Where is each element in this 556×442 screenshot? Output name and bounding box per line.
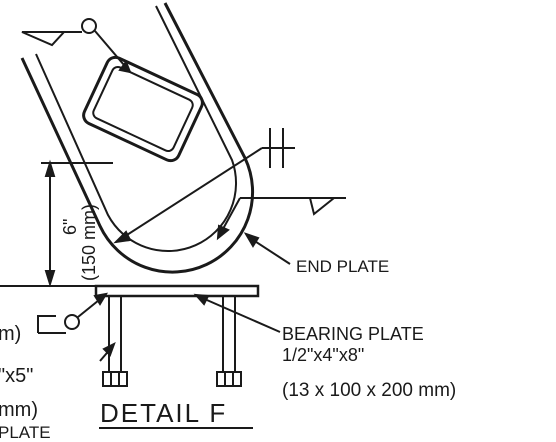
top-weld-symbol: [21, 18, 132, 74]
cutoff-text-3: mm): [0, 399, 38, 421]
height-dimension: [41, 159, 113, 288]
bearing-plate-size-metric: (13 x 100 x 200 mm): [282, 380, 456, 401]
tube-inner: [92, 66, 194, 152]
cutoff-text-4: PLATE: [0, 423, 51, 442]
cutoff-text-2: "x5": [0, 365, 33, 387]
tube-outer: [82, 55, 204, 163]
detail-title: DETAIL F: [100, 398, 227, 428]
radius-leader: [113, 128, 295, 244]
left-weld-symbol: [37, 292, 116, 362]
end-plate-inner: [35, 5, 237, 253]
hollow-section: [82, 55, 204, 163]
weld-symbol-icon: [308, 197, 337, 216]
bearing-plate-size-imperial: 1/2"x4"x8": [282, 345, 364, 365]
weld-field-circle-icon: [64, 314, 80, 330]
end-plate-label: END PLATE: [296, 257, 389, 276]
bearing-plate-assembly: [0, 284, 260, 372]
right-weld-symbol: [216, 197, 346, 241]
bolt-nut-icon: [216, 371, 242, 387]
cutoff-text-1: m): [0, 323, 21, 345]
bolt-nut-icon: [102, 371, 128, 387]
bearing-plate-label: BEARING PLATE: [282, 324, 424, 344]
end-plate-leader: [243, 232, 291, 265]
end-plate-outer: [20, 2, 255, 274]
bearing-plate-leader: [193, 293, 281, 333]
dimension-metric: (150 mm): [79, 204, 99, 281]
dimension-imperial: 6": [60, 219, 80, 235]
weld-symbol-icon: [21, 31, 67, 47]
weld-field-circle-icon: [81, 18, 97, 34]
bearing-plate: [94, 284, 260, 298]
weld-symbol-icon: [37, 315, 56, 333]
